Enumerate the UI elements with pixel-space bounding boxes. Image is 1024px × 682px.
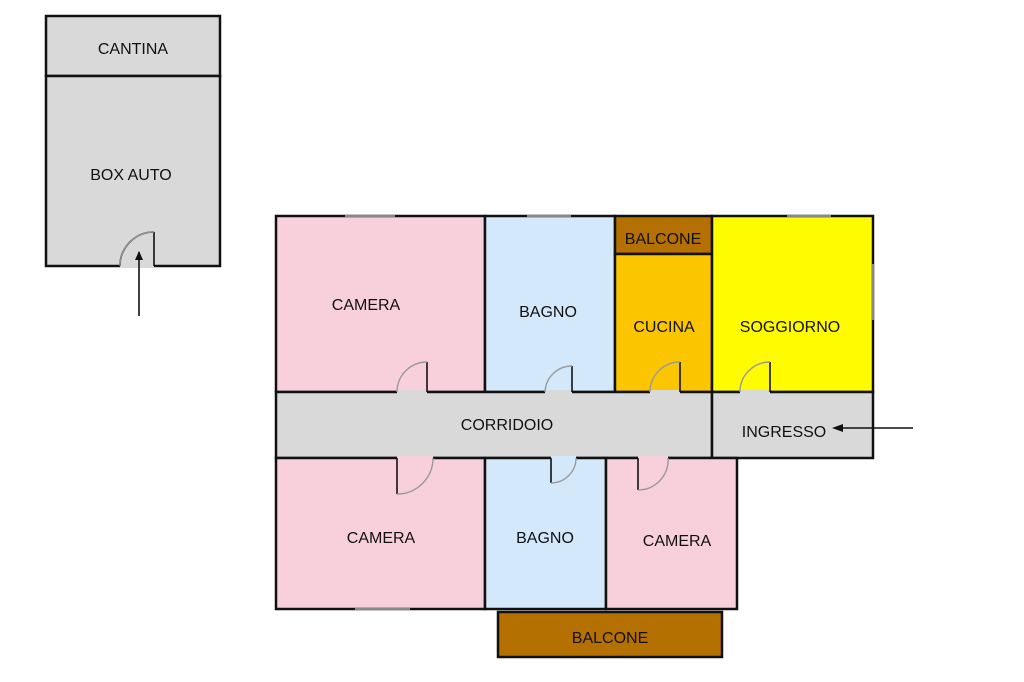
door-soggiorno xyxy=(739,361,771,394)
window-marks xyxy=(345,215,874,610)
room-bagno-bottom xyxy=(483,456,608,611)
room-label-balcone-top: BALCONE xyxy=(625,231,701,248)
arrow-up-icon xyxy=(135,251,143,316)
door-camera-top-left xyxy=(396,361,428,394)
door-bagno-top xyxy=(544,365,573,394)
room-balcone-bottom xyxy=(496,610,724,659)
arrow-left-icon xyxy=(832,424,913,432)
room-balcone-top xyxy=(613,214,714,256)
door-camera-bottom-left xyxy=(396,456,434,495)
room-label-corridoio: CORRIDOIO xyxy=(461,417,553,434)
room-label-bagno-bottom: BAGNO xyxy=(516,530,574,547)
room-cucina xyxy=(613,252,714,394)
room-label-ingresso: INGRESSO xyxy=(742,424,826,441)
room-label-soggiorno: SOGGIORNO xyxy=(740,319,840,336)
door-camera-bottom-right xyxy=(637,456,669,491)
room-ingresso xyxy=(710,390,875,460)
room-label-camera-bottom-left: CAMERA xyxy=(347,530,416,547)
room-label-balcone-bottom: BALCONE xyxy=(572,630,648,647)
room-label-cantina: CANTINA xyxy=(98,41,169,58)
room-label-camera-top-left: CAMERA xyxy=(332,297,401,314)
garage-block: CANTINA BOX AUTO xyxy=(44,14,222,316)
room-camera-bottom-right xyxy=(604,456,739,611)
door-bagno-bottom xyxy=(550,456,577,484)
door-arc-shade xyxy=(119,231,155,267)
room-corridoio xyxy=(274,390,714,460)
room-soggiorno xyxy=(710,214,875,394)
room-box-auto xyxy=(44,74,222,268)
room-label-camera-bottom-right: CAMERA xyxy=(643,533,712,550)
door-cucina xyxy=(649,361,681,394)
room-cantina xyxy=(44,14,222,78)
room-label-box-auto: BOX AUTO xyxy=(90,167,172,184)
room-label-bagno-top: BAGNO xyxy=(519,304,577,321)
room-label-cucina: CUCINA xyxy=(633,319,695,336)
apartment: CAMERA BAGNO BALCONE CUCINA SOGGIORNO CO… xyxy=(274,214,913,659)
